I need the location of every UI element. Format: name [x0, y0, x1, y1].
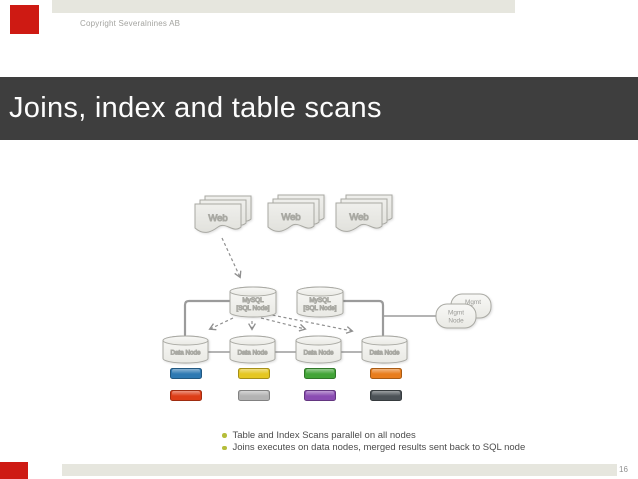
mgmt-node-group: Mgmt Mgmt Node — [435, 293, 492, 329]
sql-node-label-line2: [SQL Node] — [236, 305, 269, 312]
arrow-web-to-sql1 — [221, 237, 242, 279]
sql-node-2: MySQL [SQL Node] — [296, 286, 344, 318]
web-node-label: Web — [208, 213, 227, 224]
mgmt-node-front — [435, 303, 477, 329]
mgmt-node-label-line1: Mgmt — [448, 310, 464, 317]
cylinder-top — [229, 335, 276, 346]
web-node-stack-1: Web — [194, 195, 252, 233]
partition-bar-dn1-row2 — [170, 390, 202, 401]
sql-node-label-line2: [SQL Node] — [303, 305, 336, 312]
arrow-sql1-to-dn3 — [260, 317, 307, 332]
solid-connectors — [183, 299, 437, 353]
cylinder-top — [229, 286, 277, 297]
cylinder-top — [162, 335, 209, 346]
brand-logo-square-top — [10, 5, 39, 34]
title-banner: Joins, index and table scans — [0, 77, 638, 140]
web-doc-shape — [194, 203, 242, 233]
data-node-label: Data Node — [369, 350, 400, 357]
data-node-4: Data Node — [361, 335, 408, 364]
mgmt-node-label-line2: Node — [448, 318, 464, 325]
web-node-label: Web — [349, 212, 368, 223]
cylinder-top — [361, 335, 408, 346]
partition-bar-dn4-row1 — [370, 368, 402, 379]
partition-bar-dn4-row2 — [370, 390, 402, 401]
sql-node-1: MySQL [SQL Node] — [229, 286, 277, 318]
web-node-stack-2: Web — [267, 194, 325, 232]
bullet-item: Table and Index Scans parallel on all no… — [222, 429, 525, 442]
slide-title: Joins, index and table scans — [9, 92, 382, 124]
data-node-label: Data Node — [303, 350, 334, 357]
cylinder-top — [295, 335, 342, 346]
partition-bar-dn2-row1 — [238, 368, 270, 379]
partition-bar-dn3-row1 — [304, 368, 336, 379]
mgmt-node-back-label: Mgmt — [465, 299, 481, 306]
bullet-dot-icon — [222, 433, 227, 438]
web-node-label: Web — [281, 212, 300, 223]
bullet-text: Table and Index Scans parallel on all no… — [232, 429, 416, 441]
bullet-dot-icon — [222, 445, 227, 450]
web-node-stack-3: Web — [335, 194, 393, 232]
data-node-3: Data Node — [295, 335, 342, 364]
bullet-list: Table and Index Scans parallel on all no… — [222, 429, 525, 454]
data-node-label: Data Node — [170, 350, 201, 357]
bullet-item: Joins executes on data nodes, merged res… — [222, 442, 525, 455]
dashed-query-arrows — [208, 237, 354, 334]
data-node-2: Data Node — [229, 335, 276, 364]
brand-logo-square-bottom — [0, 462, 28, 479]
sql-node-label-line1: MySQL — [309, 297, 331, 304]
page-number: 16 — [619, 465, 628, 474]
bullet-text: Joins executes on data nodes, merged res… — [232, 442, 526, 454]
partition-bar-dn3-row2 — [304, 390, 336, 401]
cylinder-top — [296, 286, 344, 297]
arrow-sql1-to-dn1 — [208, 317, 234, 331]
copyright-text: Copyright Severalnines AB — [80, 19, 181, 28]
connector-sql2-datanode4 — [341, 299, 385, 337]
partition-bar-dn2-row2 — [238, 390, 270, 401]
data-node-label: Data Node — [237, 350, 268, 357]
bottom-accent-band — [62, 464, 617, 476]
web-doc-shape — [335, 202, 383, 232]
sql-node-label-line1: MySQL — [242, 297, 264, 304]
connector-sql1-datanode1 — [183, 299, 232, 337]
data-node-1: Data Node — [162, 335, 209, 364]
top-accent-band — [52, 0, 515, 13]
web-doc-shape — [267, 202, 315, 232]
partition-bar-dn1-row1 — [170, 368, 202, 379]
